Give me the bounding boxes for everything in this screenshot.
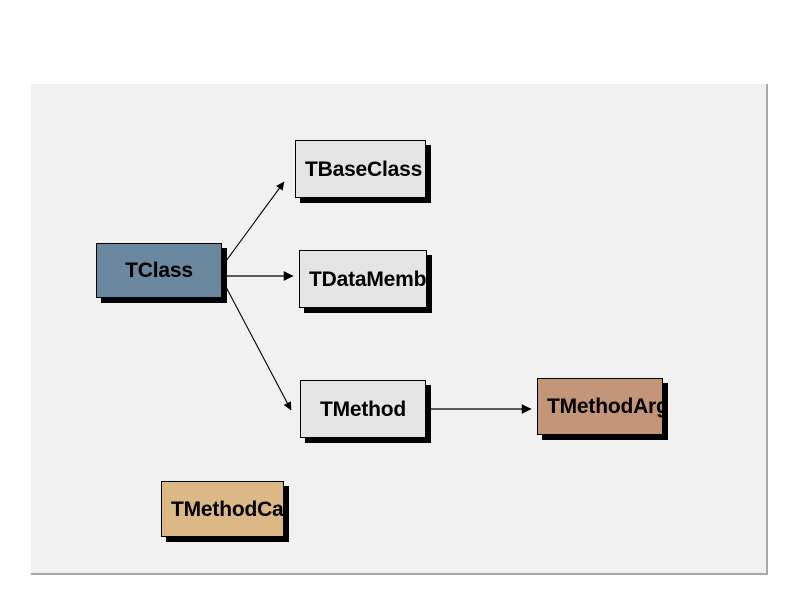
node-tmethodarg-label: TMethodArg bbox=[547, 395, 663, 418]
node-tmethod-label: TMethod bbox=[319, 397, 407, 421]
node-tdatamember-label: TDataMember bbox=[309, 267, 427, 291]
node-tmethodarg[interactable]: TMethodArg bbox=[537, 378, 663, 435]
node-tbaseclass-label: TBaseClass bbox=[305, 157, 423, 181]
node-tclass-label: TClass bbox=[125, 259, 193, 282]
node-tbaseclass[interactable]: TBaseClass bbox=[295, 140, 426, 198]
edge-tclass-tmethod bbox=[225, 286, 292, 411]
edge-tclass-tbaseclass bbox=[225, 181, 285, 262]
node-tclass[interactable]: TClass bbox=[96, 243, 222, 298]
node-tdatamember[interactable]: TDataMember bbox=[299, 250, 427, 308]
diagram-panel: TBaseClass TDataMember TMethod TMethodAr… bbox=[31, 84, 768, 575]
node-tmethod[interactable]: TMethod bbox=[300, 380, 426, 438]
node-tmethodcall[interactable]: TMethodCall bbox=[161, 481, 284, 537]
node-tmethodcall-label: TMethodCall bbox=[171, 497, 284, 521]
